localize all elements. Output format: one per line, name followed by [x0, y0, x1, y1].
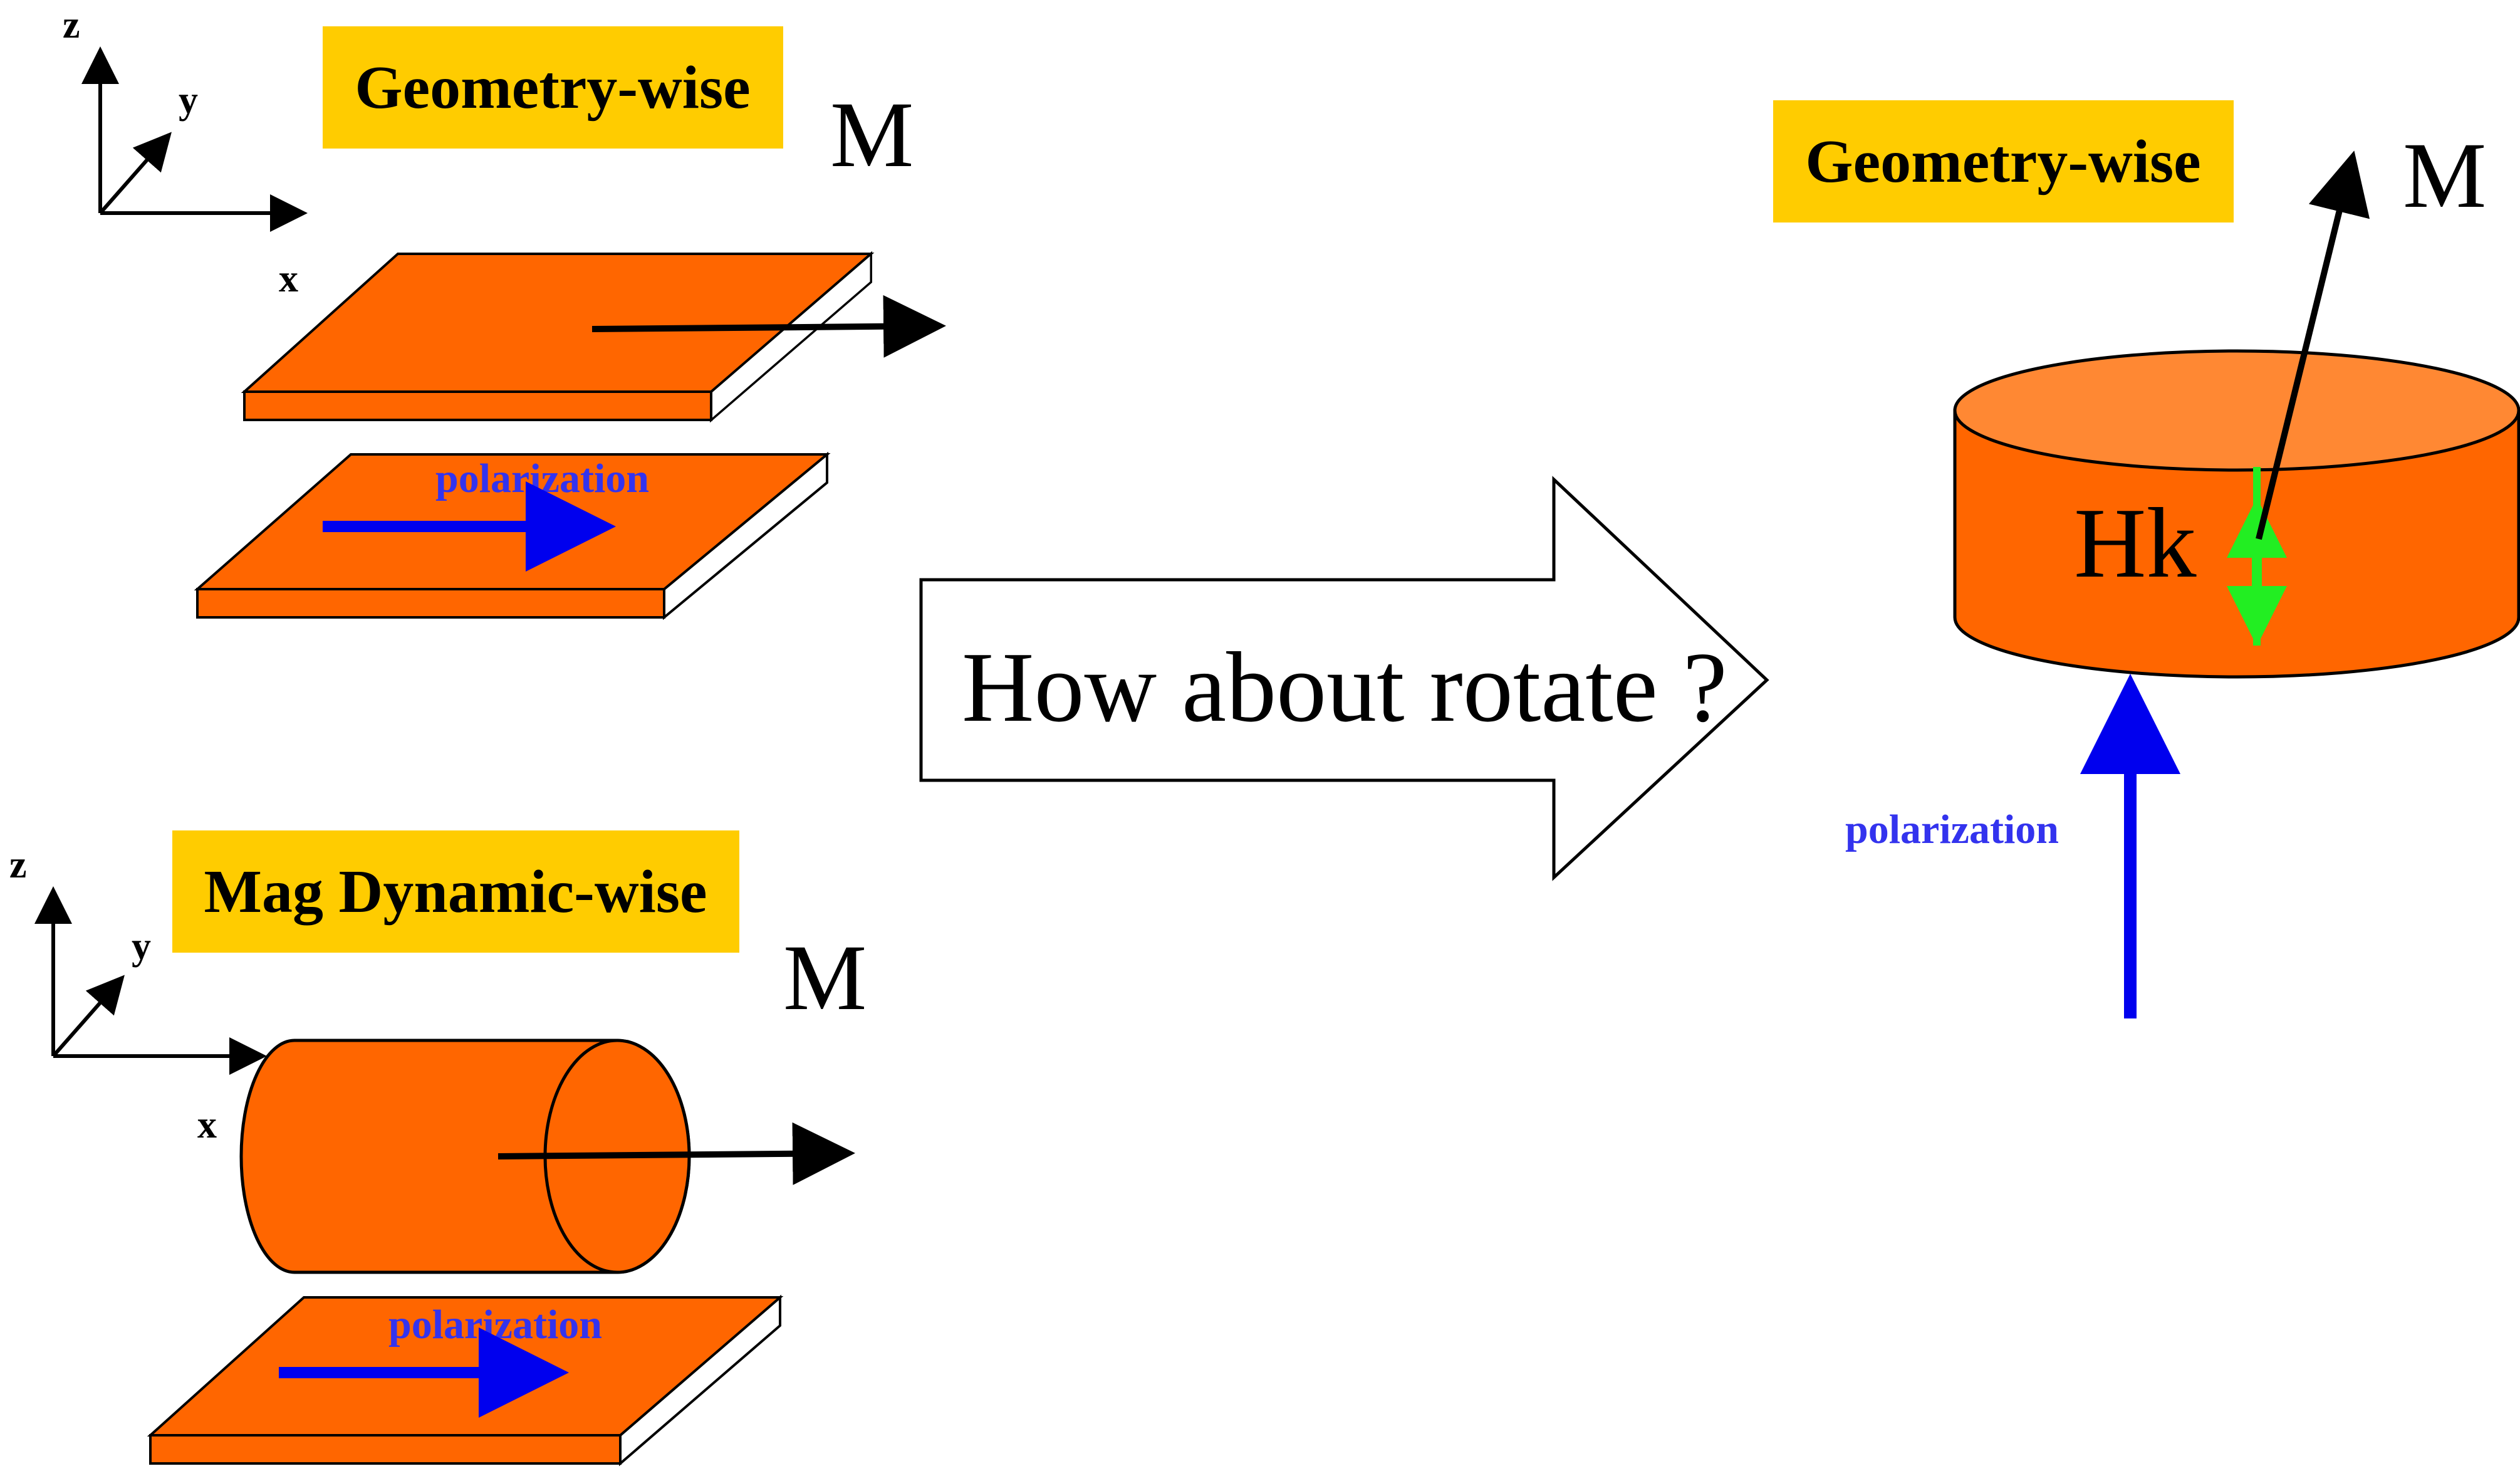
top-left-panel: z y x Geometry-wise M polarization [63, 4, 946, 620]
top-left-axes: z y x [63, 4, 308, 300]
axis-z-label: z [9, 844, 27, 886]
mag-dynamic-wise-box [172, 830, 739, 953]
polarization-label: polarization [435, 456, 649, 501]
y-axis-line [51, 975, 125, 1057]
rotate-question-label: How about rotate ? [962, 631, 1727, 743]
hk-label: Hk [2074, 487, 2197, 599]
m-label: M [783, 926, 867, 1030]
axis-x-label: x [279, 258, 298, 300]
bottom-left-panel: z y x Mag Dynamic-wise M polarization [9, 830, 867, 1467]
bottom-plate [147, 1294, 784, 1467]
m-label: M [2403, 123, 2486, 228]
axis-y-label: y [132, 925, 151, 968]
geometry-wise-label: Geometry-wise [355, 54, 750, 122]
m-label: M [830, 83, 914, 187]
axis-y-label: y [179, 79, 198, 122]
geometry-wise-box [323, 26, 783, 149]
upper-plate [241, 251, 875, 423]
polarization-label: polarization [388, 1302, 602, 1348]
geometry-wise-label: Geometry-wise [1805, 128, 2200, 196]
geometry-wise-box [1773, 100, 2234, 222]
horizontal-cylinder [239, 1039, 691, 1274]
polarization-label: polarization [1845, 807, 2059, 852]
axis-x-label: x [197, 1104, 217, 1146]
axis-z-label: z [63, 4, 80, 46]
mag-dynamic-wise-label: Mag Dynamic-wise [204, 858, 707, 926]
vertical-cylinder [1953, 349, 2520, 679]
magnetization-arrow [2256, 150, 2370, 540]
right-panel: Geometry-wise M Hk polarization [1773, 100, 2520, 1018]
magnetization-arrow [497, 1122, 855, 1185]
magnetization-arrow [591, 295, 946, 358]
center-block-arrow: How about rotate ? [919, 476, 1769, 881]
bottom-left-axes: z y x [9, 844, 267, 1146]
y-axis-line [98, 132, 172, 214]
